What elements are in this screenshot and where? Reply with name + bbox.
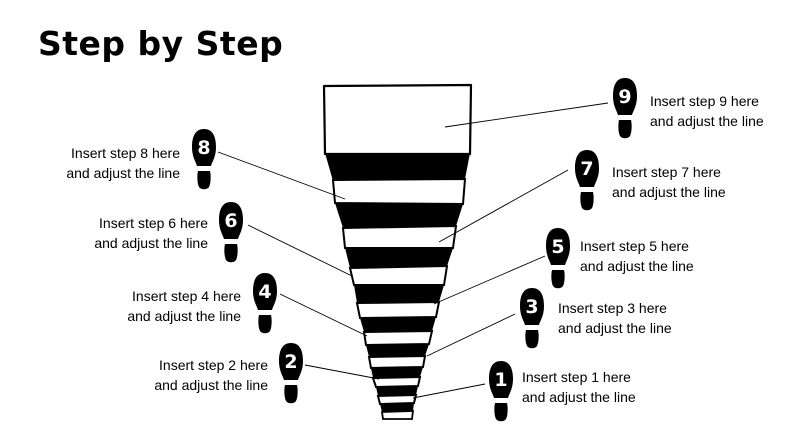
step-label-4: Insert step 4 here and adjust the line bbox=[91, 286, 241, 326]
connector-line-6 bbox=[247, 224, 353, 277]
connector-line-3 bbox=[426, 313, 516, 357]
connector-line-7 bbox=[438, 169, 569, 243]
step-5-line2: and adjust the line bbox=[580, 258, 694, 274]
step-6-line1: Insert step 6 here bbox=[99, 215, 208, 231]
shoe-sole-icon-4: 4 bbox=[253, 273, 277, 334]
step-7-line2: and adjust the line bbox=[612, 184, 726, 200]
tower-band bbox=[380, 403, 414, 412]
tower-band bbox=[376, 393, 418, 406]
connector-line-9 bbox=[444, 102, 609, 128]
shoe-sole-icon-5: 5 bbox=[546, 228, 570, 289]
step-3-line1: Insert step 3 here bbox=[558, 300, 667, 316]
connector-lines bbox=[217, 102, 609, 399]
shoe-sole-icon-8: 8 bbox=[192, 129, 216, 190]
shoe-sole-icon-6: 6 bbox=[219, 202, 243, 263]
tower-band bbox=[362, 329, 434, 347]
step-number-2: 2 bbox=[284, 351, 297, 373]
connector-line-2 bbox=[304, 364, 380, 380]
shoe-sole-icon-3: 3 bbox=[520, 288, 544, 349]
tower-band bbox=[341, 224, 458, 249]
connector-line-5 bbox=[433, 255, 546, 305]
step-number-6: 6 bbox=[224, 210, 237, 232]
tower-band bbox=[360, 317, 436, 332]
tower-band bbox=[380, 410, 415, 420]
step-2-line2: and adjust the line bbox=[154, 377, 268, 393]
tower-band bbox=[371, 375, 422, 389]
step-8-line1: Insert step 8 here bbox=[71, 145, 180, 161]
step-8-line2: and adjust the line bbox=[66, 165, 180, 181]
shoe-sole-icon-1: 1 bbox=[489, 361, 513, 422]
step-label-1: Insert step 1 here and adjust the line bbox=[522, 367, 672, 407]
step-label-8: Insert step 8 here and adjust the line bbox=[30, 143, 180, 183]
step-5-line1: Insert step 5 here bbox=[580, 238, 689, 254]
step-2-line1: Insert step 2 here bbox=[159, 357, 268, 373]
tower-band bbox=[367, 354, 427, 370]
tower-band bbox=[366, 344, 429, 357]
step-6-line2: and adjust the line bbox=[94, 235, 208, 251]
step-9-line1: Insert step 9 here bbox=[650, 93, 759, 109]
page-title: Step by Step bbox=[38, 24, 284, 63]
connector-line-1 bbox=[412, 383, 486, 399]
connector-line-8 bbox=[217, 151, 346, 200]
tower-band bbox=[376, 386, 418, 396]
tower-band bbox=[325, 153, 470, 181]
tower-band bbox=[355, 300, 441, 320]
tower-band bbox=[348, 264, 449, 286]
step-number-5: 5 bbox=[551, 236, 564, 258]
tower-band bbox=[331, 177, 467, 206]
shoe-sole-icon-7: 7 bbox=[575, 150, 599, 211]
shoe-sole-icon-2: 2 bbox=[279, 343, 303, 404]
step-3-line2: and adjust the line bbox=[558, 320, 672, 336]
tower-band bbox=[371, 367, 423, 378]
step-9-line2: and adjust the line bbox=[650, 113, 764, 129]
step-number-4: 4 bbox=[258, 281, 271, 303]
step-number-7: 7 bbox=[580, 158, 593, 180]
step-label-3: Insert step 3 here and adjust the line bbox=[558, 298, 708, 338]
step-label-2: Insert step 2 here and adjust the line bbox=[118, 355, 268, 395]
step-label-6: Insert step 6 here and adjust the line bbox=[58, 213, 208, 253]
step-number-9: 9 bbox=[618, 86, 631, 108]
step-1-line2: and adjust the line bbox=[522, 389, 636, 405]
shoe-sole-icon-9: 9 bbox=[613, 78, 637, 139]
step-number-3: 3 bbox=[525, 296, 538, 318]
step-label-9: Insert step 9 here and adjust the line bbox=[650, 91, 794, 131]
tower-band bbox=[335, 203, 463, 228]
step-label-5: Insert step 5 here and adjust the line bbox=[580, 236, 730, 276]
tower-top-box bbox=[322, 83, 473, 156]
step-1-line1: Insert step 1 here bbox=[522, 369, 631, 385]
step-7-line1: Insert step 7 here bbox=[612, 164, 721, 180]
step-4-line2: and adjust the line bbox=[127, 308, 241, 324]
tower-band bbox=[354, 285, 444, 303]
step-4-line1: Insert step 4 here bbox=[132, 288, 241, 304]
tower-band bbox=[345, 248, 453, 268]
step-number-8: 8 bbox=[197, 137, 210, 159]
connector-line-4 bbox=[279, 293, 368, 337]
step-label-7: Insert step 7 here and adjust the line bbox=[612, 162, 762, 202]
step-number-1: 1 bbox=[494, 369, 507, 391]
tower bbox=[322, 83, 473, 420]
